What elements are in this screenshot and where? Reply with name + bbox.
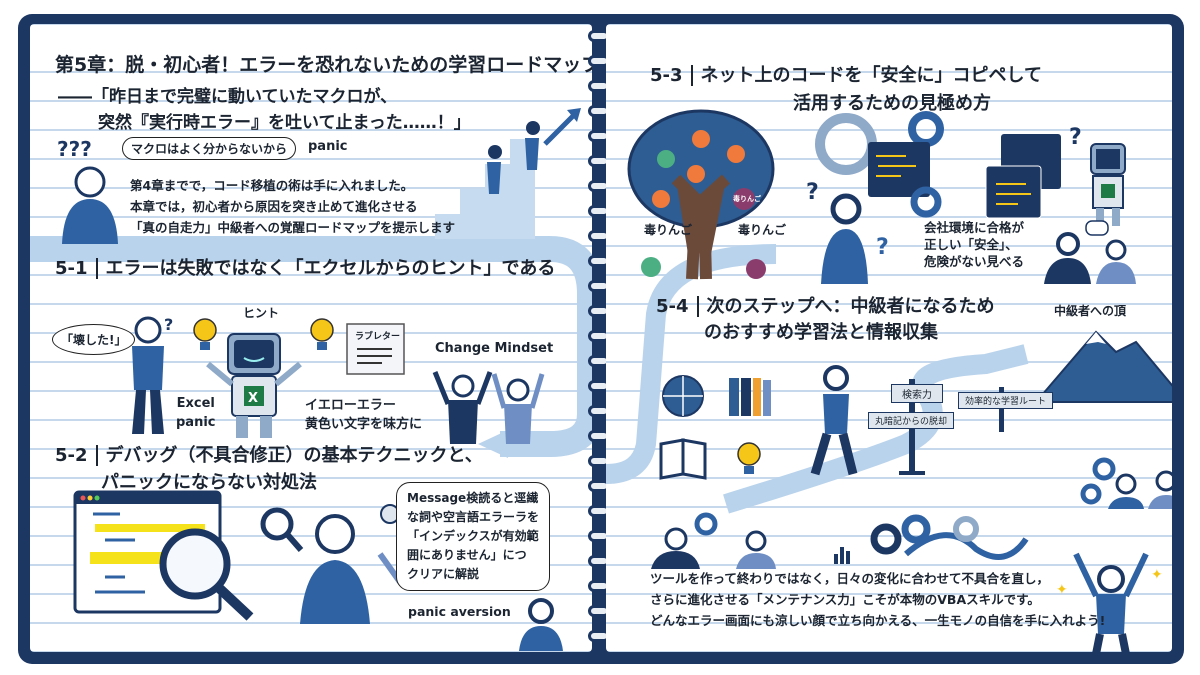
intro-quote-1: ――「昨日まで完璧に動いていたマクロが、	[58, 87, 398, 107]
panic-aversion-label: panic aversion	[408, 604, 511, 619]
safety-note: 会社環境に合格が正しい「安全」、危険がない見べる	[924, 219, 1024, 270]
closing-line: さらに進化させる「メンテナンス力」こそが本物のVBAスキルです。	[650, 592, 1040, 607]
developer-pointing-icon	[260, 504, 403, 624]
lightbulb-icon	[193, 318, 217, 350]
section-5-2-heading: 5-2 デバッグ（不具合修正）の基本テクニックと、パニックにならない対処法	[55, 442, 483, 496]
sign-no-memorizing: 丸暗記からの脱却	[868, 412, 955, 429]
intro-line: 第4章までで，コード移植の術は手に入れました。	[130, 178, 414, 193]
change-mindset-label: Change Mindset	[435, 341, 554, 356]
section-5-1-heading: 5-1 エラーは失敗ではなく「エクセルからのヒント」である	[55, 254, 555, 280]
celebrating-person-icon: ✦✦	[1056, 552, 1163, 652]
closing-text: ツールを作って終わりではなく，日々の変化に合わせて不具合を直し， さらに進化させる…	[650, 568, 1105, 631]
note-line: 会社環境に合格が	[924, 220, 1025, 235]
questioning-person-icon: ??	[806, 180, 889, 284]
section-5-3-heading: 5-3 ネット上のコードを「安全に」コピペして活用するための見極め方	[650, 62, 1042, 118]
section-title: エラーは失敗ではなく「エクセルからのヒント」である	[105, 258, 556, 279]
code-screens-gears-icon: ?	[815, 111, 1126, 226]
colleagues-discussing-icon	[1044, 220, 1136, 284]
right-page: 5-3 ネット上のコードを「安全に」コピペして活用するための見極め方 毒りんご 毒…	[606, 24, 1172, 652]
walking-person-icon	[810, 365, 858, 476]
closing-line: どんなエラー画面にも涼しい顔で立ち向かえる、一生モノの自信を手に入れよう!	[650, 613, 1106, 628]
cheering-people-icon	[432, 371, 545, 444]
note-line: 正しい「安全」、	[924, 237, 1018, 252]
section-number: 5-4	[656, 296, 699, 317]
note-line: 危険がない見べる	[924, 254, 1025, 269]
intro-body: 第4章までで，コード移植の術は手に入れました。 本章では，初心者から原因を突き止…	[130, 175, 455, 238]
svg-text:✦: ✦	[1151, 567, 1163, 583]
svg-text:???: ???	[57, 137, 92, 161]
yellow-error-label: イエローエラー黄色い文字を味方に	[305, 396, 422, 434]
chapter-title: 第5章：脱・初心者！エラーを恐れないための学習ロードマップ	[55, 54, 592, 76]
section-number: 5-3	[650, 65, 693, 86]
bubble-line: Message検読ると逕繊	[407, 491, 539, 505]
svg-text:X: X	[248, 391, 258, 406]
broke-it-bubble: 「壊した!」	[52, 324, 136, 355]
bubble-line: な詞や空言語エラーラを	[407, 510, 540, 524]
section-title: 活用するための見極め方	[793, 93, 991, 114]
svg-text:?: ?	[876, 235, 889, 260]
excel-panic-label: Excel panic	[176, 394, 216, 432]
svg-text:?: ?	[164, 315, 173, 334]
climbing-people-icon	[487, 108, 581, 194]
love-letter-scroll-icon	[346, 323, 405, 375]
error-message-bubble: Message検読ると逕繊な詞や空言語エラーラを「インデックスが有効範囲にありま…	[396, 482, 551, 591]
section-5-4-heading: 5-4 次のステップへ：中級者になるためのおすすめ学習法と情報収集	[656, 294, 995, 346]
team-collaboration-icon	[651, 457, 1172, 569]
poison-apple-label-right: 毒りんご	[738, 223, 787, 237]
section-number: 5-1	[55, 258, 98, 279]
section-title: パニックにならない対処法	[101, 472, 317, 493]
lightbulb-icon	[310, 318, 334, 350]
speech-bubble: マクロはよく分からないから	[122, 137, 297, 160]
panic-label: panic	[308, 139, 348, 154]
excel-robot-icon: X	[206, 333, 302, 438]
section-title: ネット上のコードを「安全に」コピペして	[700, 65, 1042, 86]
love-letter-label: ラブレター	[355, 332, 401, 342]
section-title: のおすすめ学習法と情報収集	[704, 322, 938, 343]
label-line: 黄色い文字を味方に	[305, 417, 423, 432]
poison-apple-tag: 毒りんご	[733, 195, 761, 203]
intro-line: 「真の自走力」中級者への覚醒ロードマップを提示します	[130, 220, 456, 235]
bubble-line: 「インデックスが有効範	[407, 529, 539, 543]
mountain-peak-icon	[1033, 330, 1172, 403]
label-line: panic	[176, 415, 216, 430]
confused-person-icon: ???	[57, 137, 118, 244]
learning-path	[606, 244, 1029, 514]
section-title: 次のステップへ：中級者になるため	[706, 296, 995, 317]
sign-search-skill: 検索力	[891, 384, 943, 403]
svg-text:?: ?	[1069, 125, 1082, 150]
left-page: 第5章：脱・初心者！エラーを恐れないための学習ロードマップ ――「昨日まで完璧に…	[30, 24, 592, 652]
sign-efficient-route: 効率的な学習ルート	[958, 392, 1054, 409]
svg-text:✦: ✦	[1056, 582, 1068, 598]
intro-quote-2: 突然『実行時エラー』を吐いて止まった……！」	[98, 113, 471, 133]
worried-person-icon: ?	[132, 315, 173, 434]
section-title: デバッグ（不具合修正）の基本テクニックと、	[105, 445, 483, 466]
peak-label: 中級者への頂	[1054, 304, 1127, 318]
closing-line: ツールを作って終わりではなく，日々の変化に合わせて不具合を直し，	[650, 571, 1050, 586]
poison-apple-label-left: 毒りんご	[644, 223, 693, 237]
label-line: Excel	[176, 396, 215, 411]
bubble-line: 囲にありません」につ	[407, 548, 527, 562]
apple-tree-icon	[627, 109, 775, 280]
thinking-woman-icon	[519, 598, 563, 651]
study-resources-icon	[659, 375, 771, 480]
code-window-magnifier-icon	[73, 490, 254, 621]
section-number: 5-2	[55, 445, 98, 466]
svg-text:?: ?	[806, 180, 819, 205]
bubble-line: クリアに解説	[407, 567, 480, 581]
intro-line: 本章では，初心者から原因を突き止めて進化させる	[130, 199, 418, 214]
label-line: イエローエラー	[305, 398, 396, 413]
learning-path	[30, 139, 592, 458]
hint-label: ヒント	[243, 306, 280, 320]
